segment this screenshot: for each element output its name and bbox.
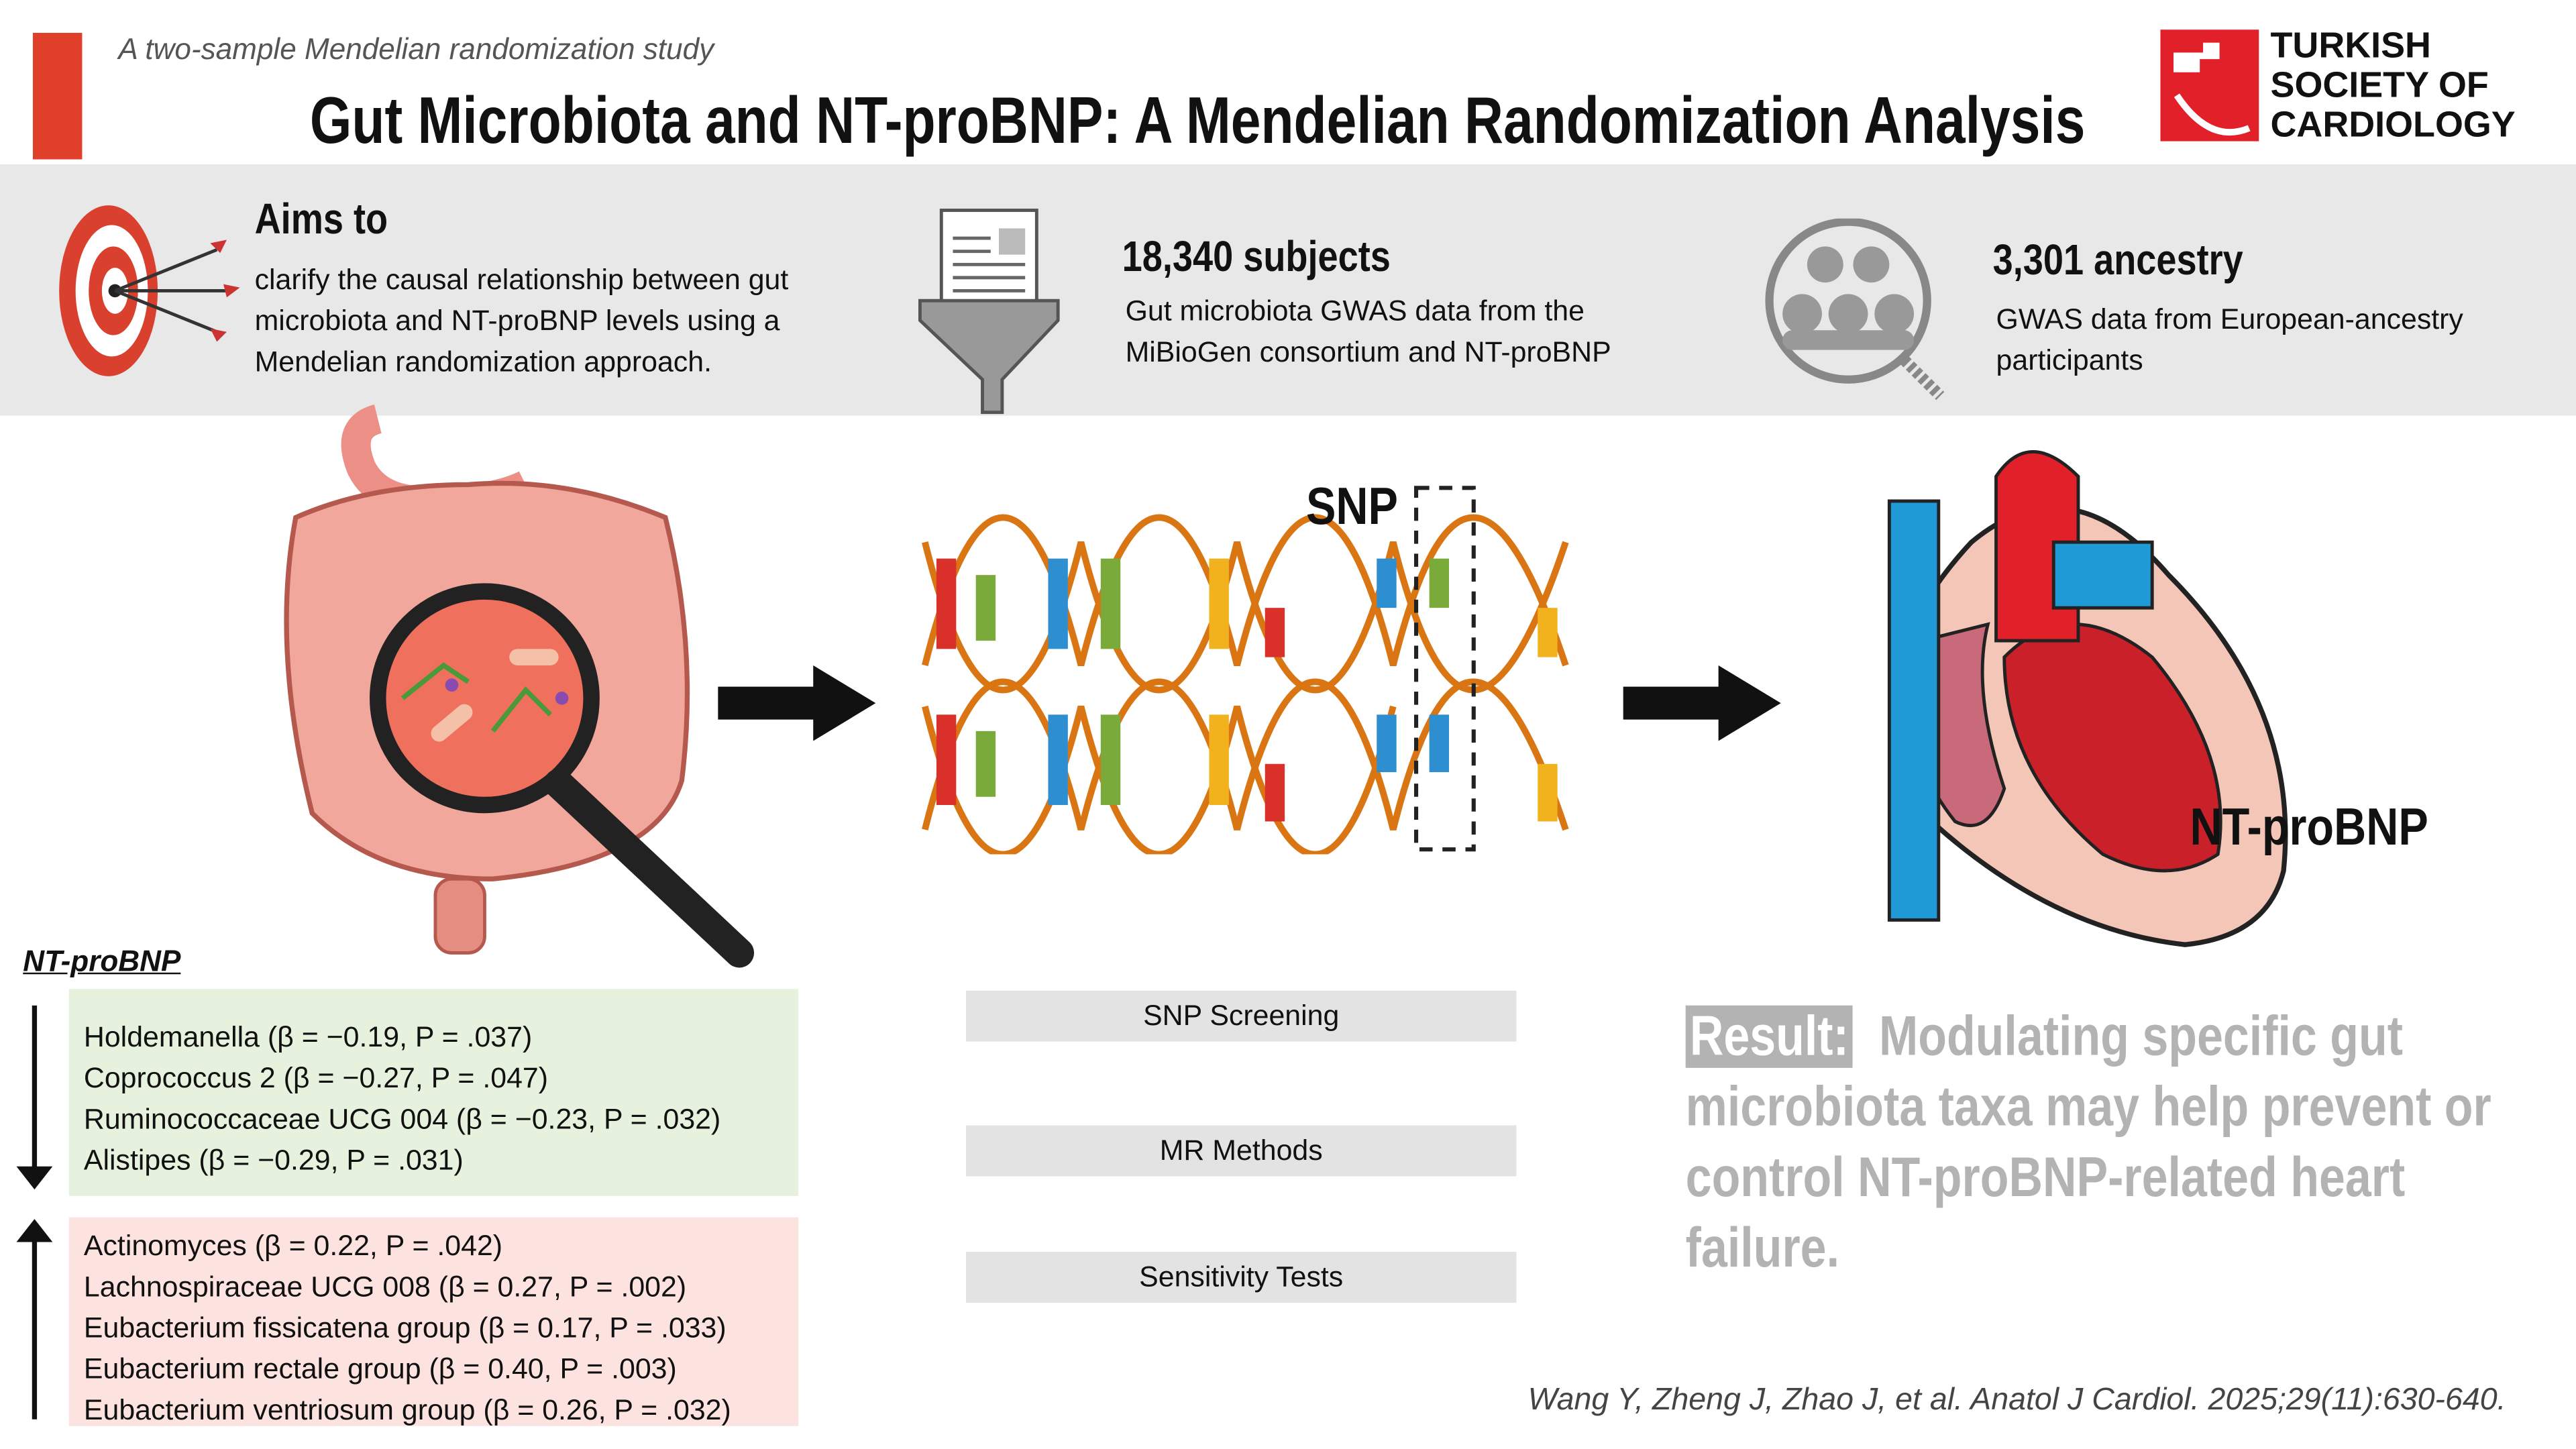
taxon-item: Lachnospiraceae UCG 008 (β = 0.27, P = .… bbox=[83, 1270, 687, 1303]
method-mr-methods: MR Methods bbox=[966, 1125, 1517, 1177]
ancestry-heading: 3,301 ancestry bbox=[1992, 235, 2243, 284]
logo-line: TURKISH bbox=[2270, 24, 2431, 66]
decreased-taxa-list: Holdemanella (β = −0.19, P = .037) Copro… bbox=[68, 989, 799, 1196]
subjects-heading: 18,340 subjects bbox=[1122, 231, 1391, 281]
gut-microbiota-illustration bbox=[284, 405, 755, 968]
citation: Wang Y, Zheng J, Zhao J, et al. Anatol J… bbox=[1527, 1383, 2506, 1418]
ancestry-text: GWAS data from European-ancestry partici… bbox=[1996, 302, 2463, 376]
society-logo-text: TURKISH SOCIETY OF CARDIOLOGY bbox=[2270, 24, 2516, 145]
snp-label: SNP bbox=[1305, 476, 1398, 536]
logo-line: SOCIETY OF bbox=[2270, 64, 2489, 105]
right-arrow-icon bbox=[1623, 665, 1781, 741]
taxon-item: Alistipes (β = −0.29, P = .031) bbox=[83, 1143, 464, 1177]
method-snp-screening: SNP Screening bbox=[966, 990, 1517, 1042]
population-magnifier-icon bbox=[1765, 218, 1945, 400]
taxon-item: Eubacterium rectale group (β = 0.40, P =… bbox=[83, 1352, 677, 1385]
method-sensitivity-tests: Sensitivity Tests bbox=[966, 1252, 1517, 1303]
taxon-item: Eubacterium ventriosum group (β = 0.26, … bbox=[83, 1393, 731, 1426]
taxon-item: Coprococcus 2 (β = −0.27, P = .047) bbox=[83, 1061, 549, 1095]
dna-snp-illustration bbox=[922, 486, 1569, 855]
heart-nt-probnp-label: NT-proBNP bbox=[2190, 796, 2428, 856]
logo-line: CARDIOLOGY bbox=[2270, 103, 2516, 145]
funnel-document-icon bbox=[918, 209, 1060, 415]
society-logo-icon bbox=[2160, 30, 2259, 142]
subjects-text: Gut microbiota GWAS data from the MiBioG… bbox=[1125, 294, 1611, 368]
heart-illustration bbox=[1887, 450, 2288, 947]
subtitle: A two-sample Mendelian randomization stu… bbox=[118, 32, 714, 66]
up-arrow-icon bbox=[16, 1219, 53, 1419]
accent-bar bbox=[32, 32, 83, 160]
result-label: Result: bbox=[1685, 1005, 1854, 1068]
aim-heading: Aims to bbox=[254, 193, 388, 244]
result-text: Modulating specific gut microbiota taxa … bbox=[1685, 1005, 2491, 1280]
increased-taxa-list: Actinomyces (β = 0.22, P = .042) Lachnos… bbox=[68, 1217, 799, 1426]
taxon-item: Holdemanella (β = −0.19, P = .037) bbox=[83, 1020, 533, 1053]
summary-band bbox=[0, 164, 2576, 416]
taxon-item: Actinomyces (β = 0.22, P = .042) bbox=[83, 1228, 503, 1262]
page-title: Gut Microbiota and NT-proBNP: A Mendelia… bbox=[309, 85, 2086, 158]
taxon-item: Eubacterium fissicatena group (β = 0.17,… bbox=[83, 1311, 727, 1344]
right-arrow-icon bbox=[718, 665, 876, 741]
down-arrow-icon bbox=[16, 1005, 53, 1190]
result-statement: Result: Modulating specific gut microbio… bbox=[1685, 1002, 2541, 1285]
findings-title: NT-proBNP bbox=[23, 945, 181, 978]
target-icon bbox=[59, 205, 240, 376]
taxon-item: Ruminococcaceae UCG 004 (β = −0.23, P = … bbox=[83, 1102, 721, 1136]
aim-text: clarify the causal relationship between … bbox=[254, 262, 789, 378]
